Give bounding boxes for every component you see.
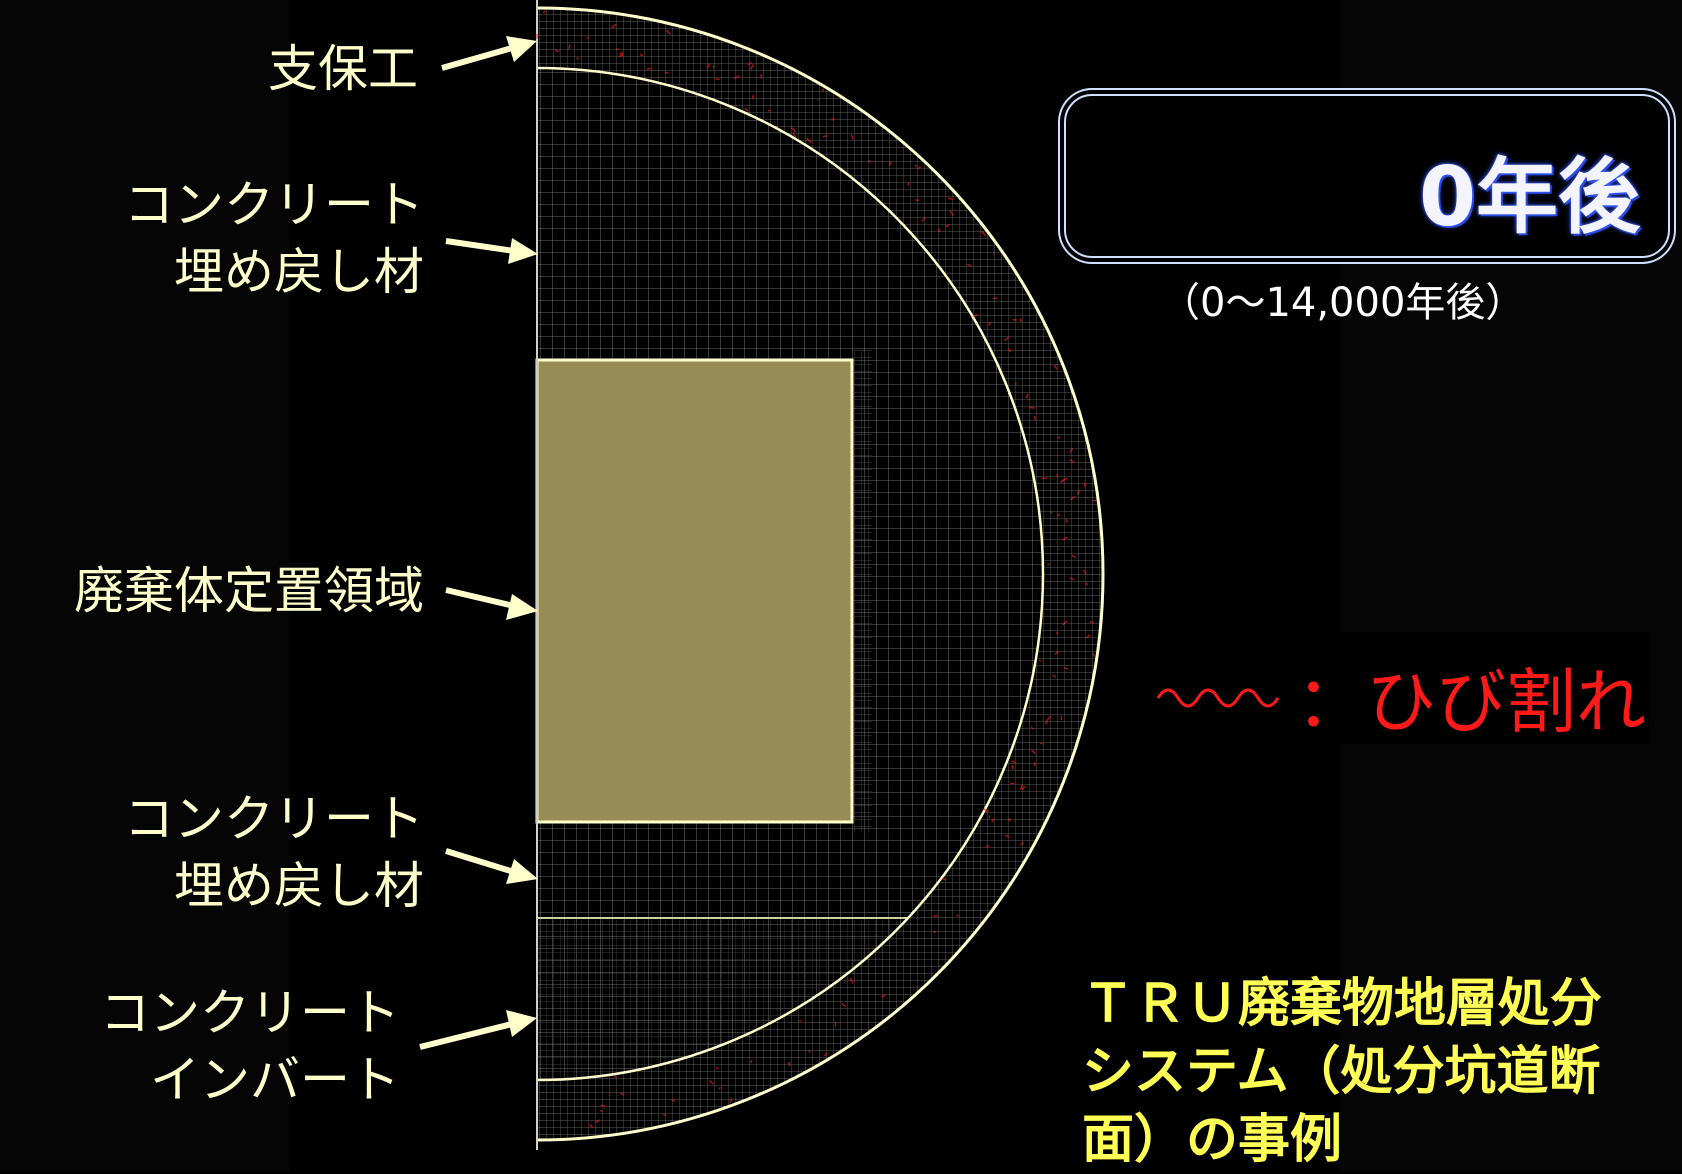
arrow-backfill-lower	[446, 851, 514, 872]
caption-line1: ＴＲＵ廃棄物地層処分	[1082, 970, 1682, 1038]
crack-mark	[1093, 500, 1097, 501]
label-backfill-upper-line2: 埋め戻し材	[124, 239, 424, 306]
crack-mark	[823, 89, 824, 92]
crack-mark	[993, 253, 994, 254]
crack-mark	[1086, 583, 1087, 586]
elapsed-time-box: 0年後	[1064, 94, 1670, 258]
label-support: 支保工	[268, 36, 418, 103]
waste-placement-area	[537, 360, 852, 822]
arrow-waste-area-head	[506, 594, 538, 620]
crack-mark	[1080, 468, 1081, 469]
elapsed-time-range: （0～14,000年後）	[1160, 270, 1525, 328]
crack-mark	[1012, 766, 1013, 770]
crack-mark	[1030, 408, 1035, 409]
crack-mark	[823, 136, 828, 137]
crack-mark	[753, 95, 754, 99]
label-backfill-lower: コンクリート 埋め戻し材	[124, 786, 424, 920]
elapsed-time-value: 0年後	[1419, 130, 1640, 249]
label-arrows	[420, 36, 538, 1047]
label-backfill-upper-line1: コンクリート	[124, 172, 424, 239]
label-waste-area: 廃棄体定置領域	[74, 558, 424, 625]
crack-mark	[1013, 320, 1017, 321]
crack-mark	[761, 74, 762, 79]
label-backfill-upper: コンクリート 埋め戻し材	[124, 172, 424, 306]
crack-mark	[1042, 478, 1047, 479]
arrow-waste-area	[446, 590, 514, 606]
figure-caption: ＴＲＵ廃棄物地層処分 システム（処分坑道断 面）の事例	[1082, 970, 1682, 1174]
crack-mark	[716, 79, 720, 80]
label-invert-line1: コンクリート	[100, 980, 400, 1047]
arrow-support-head	[506, 36, 537, 62]
crack-mark	[818, 99, 819, 100]
label-invert: コンクリート インバート	[100, 980, 400, 1114]
label-support-line1: 支保工	[268, 36, 418, 103]
arrow-invert	[420, 1024, 512, 1047]
caption-line3: 面）の事例	[1082, 1106, 1682, 1174]
crack-mark	[908, 183, 909, 186]
crack-legend-wave-icon	[1156, 676, 1296, 716]
label-backfill-lower-line1: コンクリート	[124, 786, 424, 853]
crack-mark	[799, 1020, 801, 1021]
crack-mark	[1020, 319, 1021, 322]
label-backfill-lower-line2: 埋め戻し材	[124, 853, 424, 920]
label-invert-line2: インバート	[100, 1047, 400, 1114]
arrow-backfill-upper-head	[508, 238, 538, 264]
crack-mark	[809, 1051, 811, 1052]
arrow-support	[442, 48, 512, 68]
crack-mark	[713, 65, 714, 68]
waste-area-border-mesh	[852, 350, 872, 832]
arrow-backfill-lower-head	[506, 859, 538, 884]
crack-mark	[993, 298, 997, 299]
crack-mark	[647, 68, 651, 69]
caption-line2: システム（処分坑道断	[1082, 1038, 1682, 1106]
crack-mark	[789, 1062, 790, 1066]
label-waste-area-line1: 廃棄体定置領域	[74, 558, 424, 625]
arrow-backfill-upper	[446, 241, 514, 251]
arrow-invert-head	[506, 1010, 537, 1037]
crack-legend-label: ：ひび割れ	[1296, 646, 1646, 747]
crack-mark	[1085, 483, 1086, 487]
